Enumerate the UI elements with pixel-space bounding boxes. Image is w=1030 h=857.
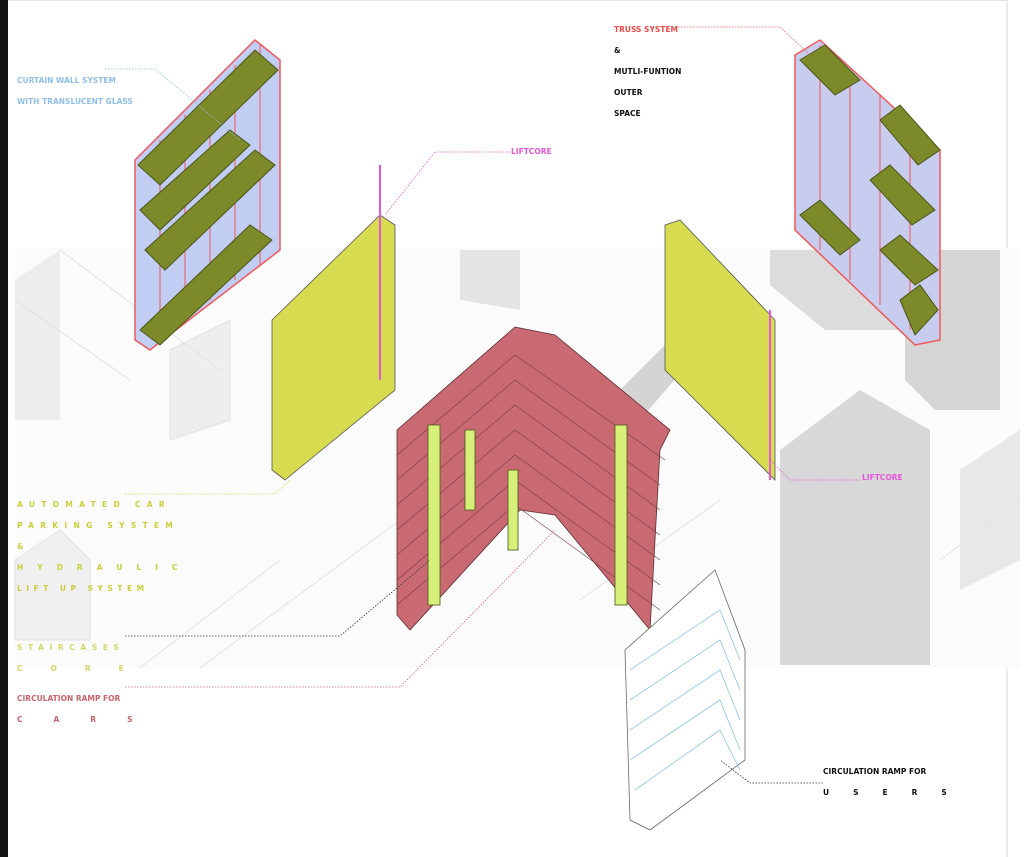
label-line: STAIRCASES bbox=[17, 643, 125, 652]
label-line: TRUSS SYSTEM bbox=[614, 25, 678, 34]
label-line: & bbox=[17, 542, 24, 551]
leader-lines bbox=[105, 26, 860, 784]
label-line: & bbox=[614, 46, 621, 55]
label-line: USERS bbox=[823, 788, 971, 797]
label-line: LIFT UP SYSTEM bbox=[17, 584, 149, 593]
label-line: AUTOMATED CAR bbox=[17, 500, 171, 509]
car-ramp-label: CIRCULATION RAMP FOR CARS bbox=[17, 681, 164, 730]
staircases-label: STAIRCASES CORE bbox=[17, 630, 152, 679]
car-parking-panel-left bbox=[271, 165, 396, 481]
label-line: SPACE bbox=[614, 109, 641, 118]
truss-system-label: TRUSS SYSTEM & MUTLI-FUNTION OUTER SPACE bbox=[614, 12, 681, 124]
car-parking-label: AUTOMATED CAR PARKING SYSTEM & HYDRAULIC… bbox=[17, 487, 191, 599]
truss-tower bbox=[794, 39, 941, 346]
label-line: CIRCULATION RAMP FOR bbox=[17, 694, 121, 703]
liftcore-top-label: LIFTCORE bbox=[511, 147, 552, 156]
car-parking-panel-right bbox=[664, 219, 776, 481]
curtain-wall-tower bbox=[134, 38, 281, 351]
label-line: HYDRAULIC bbox=[17, 563, 192, 572]
label-line: WITH TRANSLUCENT GLASS bbox=[17, 97, 133, 106]
user-ramp-label: CIRCULATION RAMP FOR USERS bbox=[823, 754, 971, 803]
label-line: CORE bbox=[17, 664, 152, 673]
user-ramp bbox=[624, 569, 746, 831]
label-line: CARS bbox=[17, 715, 164, 724]
car-ramp-block bbox=[396, 326, 671, 632]
liftcore-right-label: LIFTCORE bbox=[862, 473, 903, 482]
label-line: MUTLI-FUNTION bbox=[614, 67, 682, 76]
label-line: OUTER bbox=[614, 88, 643, 97]
curtain-wall-label: CURTAIN WALL SYSTEM WITH TRANSLUCENT GLA… bbox=[17, 63, 133, 112]
label-line: PARKING SYSTEM bbox=[17, 521, 180, 530]
label-line: CURTAIN WALL SYSTEM bbox=[17, 76, 116, 85]
label-line: CIRCULATION RAMP FOR bbox=[823, 767, 927, 776]
left-edge-strip bbox=[0, 0, 8, 857]
